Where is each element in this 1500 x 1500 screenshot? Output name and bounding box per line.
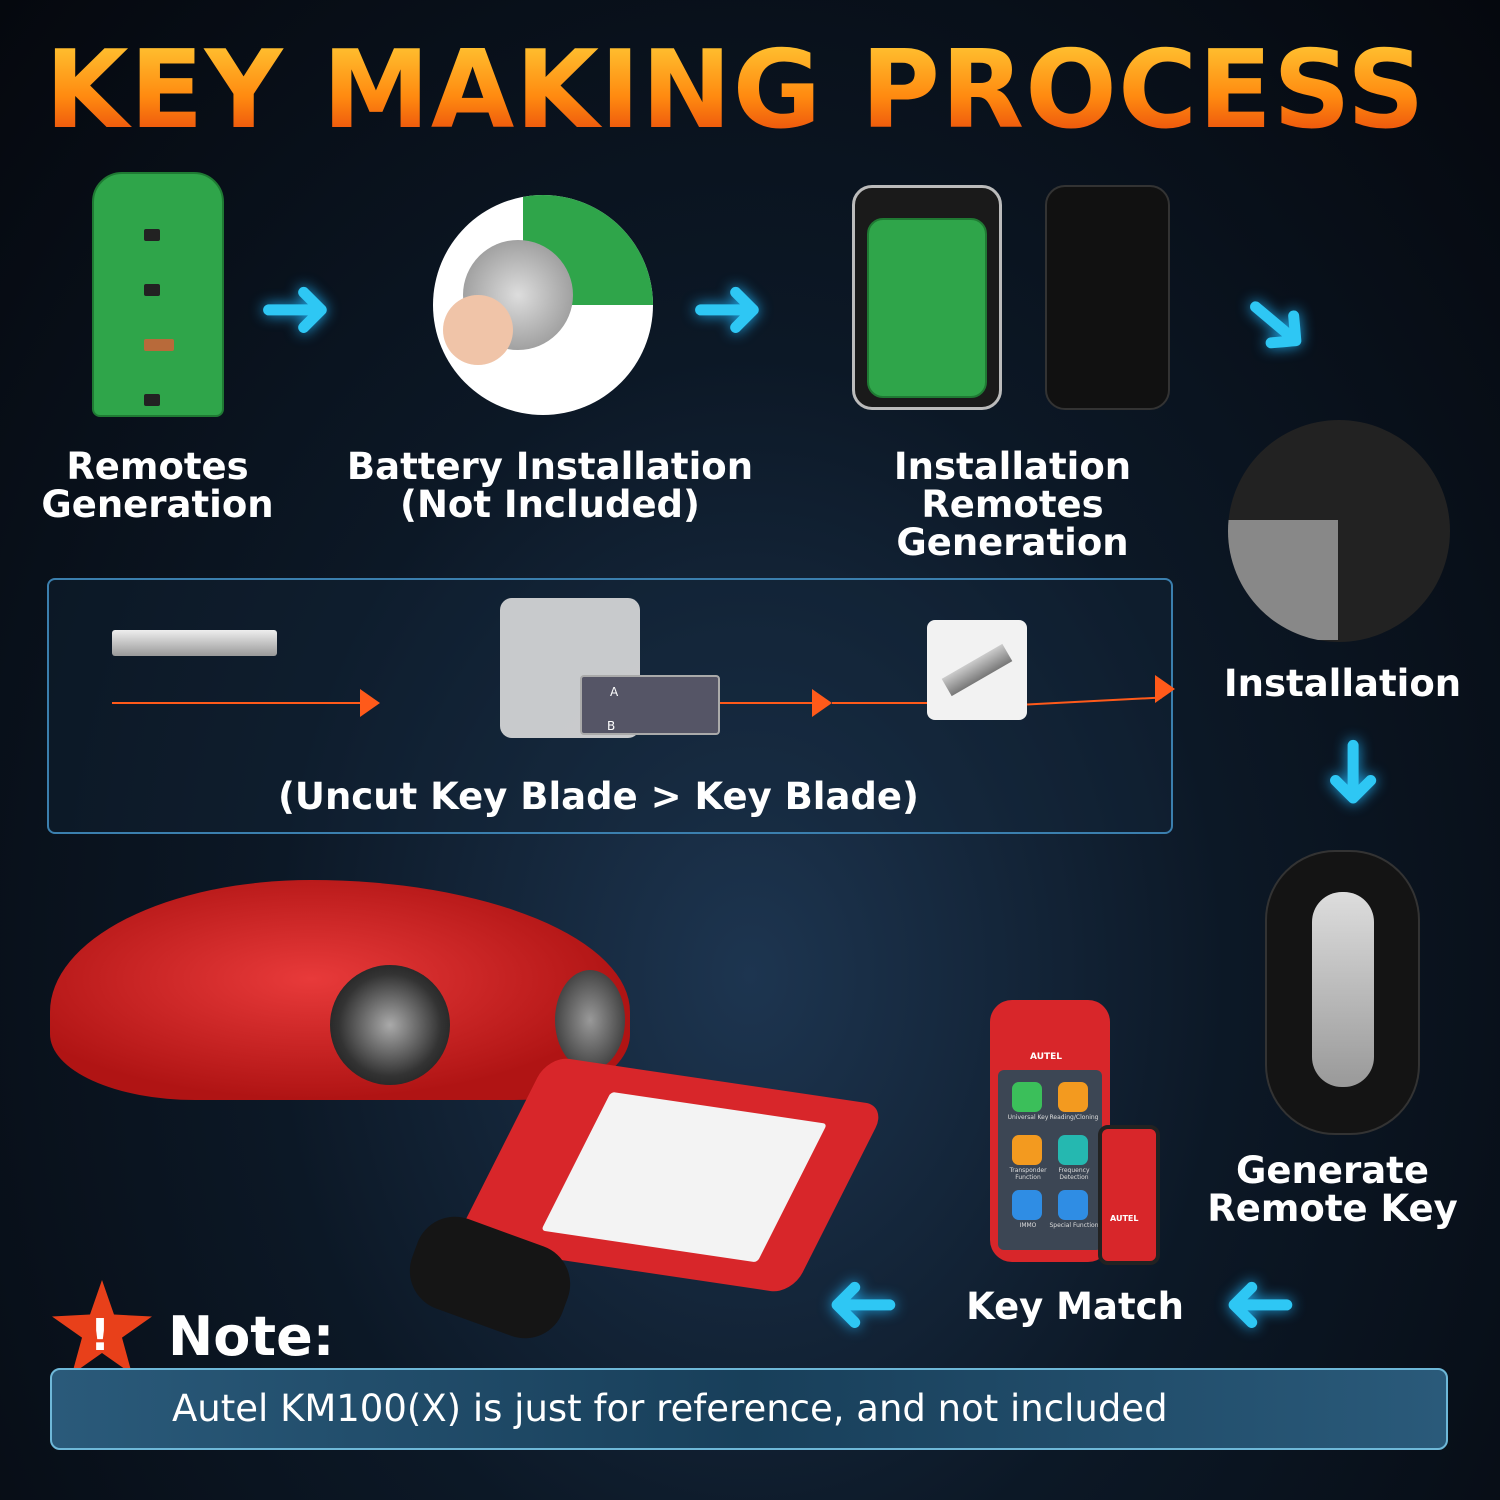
label-line: Generation: [41, 483, 274, 526]
exclamation-mark: !: [90, 1310, 111, 1361]
flow-arrow-icon: ➜: [1215, 258, 1341, 387]
app-label: Transponder Function: [1009, 1167, 1047, 1181]
car-image: [50, 880, 630, 1100]
arrowhead-icon: [360, 689, 380, 717]
flow-arrow-icon: ➜: [258, 255, 334, 360]
step-battery-installation-label: Battery Installation (Not Included): [345, 448, 755, 524]
note-heading: Note:: [168, 1305, 335, 1368]
device-screen: Universal Key Reading/Cloning Transponde…: [998, 1070, 1102, 1250]
universal-key-app-icon[interactable]: [1012, 1082, 1042, 1112]
label-line: Installation Remotes: [893, 445, 1132, 526]
arrowhead-icon: [1155, 675, 1175, 703]
exclamation-star-icon: !: [52, 1280, 152, 1375]
cut-key-blade-image: [927, 620, 1027, 720]
remote-pcb-image: [92, 172, 224, 417]
step-installation-remotes-label: Installation Remotes Generation: [800, 448, 1225, 562]
step-key-match-label: Key Match: [966, 1285, 1184, 1328]
flow-arrow-icon: ➜: [690, 255, 766, 360]
dongle-brand: AUTEL: [1110, 1214, 1139, 1223]
label-line: Generate: [1236, 1149, 1429, 1192]
arrowhead-icon: [812, 689, 832, 717]
remote-shell-front-image: [852, 185, 1002, 410]
process-line: [832, 702, 927, 704]
app-label: Special Function: [1049, 1222, 1099, 1229]
step-installation-label: Installation: [1223, 662, 1462, 705]
note-text: Autel KM100(X) is just for reference, an…: [172, 1387, 1168, 1430]
label-line: Generation: [896, 521, 1129, 564]
installation-closeup-image: [1228, 420, 1450, 642]
uncut-key-blade-image: [112, 630, 277, 656]
flow-arrow-icon: ➜: [1222, 1250, 1298, 1355]
process-line: [720, 702, 820, 704]
km100-device: AUTEL Universal Key Reading/Cloning Tran…: [990, 1000, 1110, 1262]
flow-arrow-icon: ➜: [1303, 734, 1409, 811]
note-bar: [50, 1368, 1448, 1450]
app-label: Frequency Detection: [1058, 1167, 1090, 1181]
page-title: KEY MAKING PROCESS: [45, 28, 1426, 153]
flow-arrow-icon: ➜: [825, 1250, 901, 1355]
step-generate-remote-key-label: Generate Remote Key: [1205, 1152, 1460, 1228]
device-brand: AUTEL: [1030, 1052, 1063, 1062]
frequency-detection-app-icon[interactable]: [1058, 1135, 1088, 1165]
app-label: Universal Key: [1007, 1114, 1049, 1121]
label-line: Battery Installation: [346, 445, 754, 488]
cutting-profile-image: A B: [580, 675, 720, 735]
battery-install-image: [433, 195, 653, 415]
special-function-app-icon[interactable]: [1058, 1190, 1088, 1220]
blade-panel-caption: (Uncut Key Blade > Key Blade): [278, 775, 919, 818]
label-line: (Not Included): [400, 483, 700, 526]
remote-shell-back-image: [1045, 185, 1170, 410]
app-label: IMMO: [1019, 1222, 1037, 1229]
marker-a: A: [610, 685, 619, 699]
remote-key-image: [1265, 850, 1420, 1135]
marker-b: B: [607, 719, 616, 733]
transponder-app-icon[interactable]: [1012, 1135, 1042, 1165]
immo-app-icon[interactable]: [1012, 1190, 1042, 1220]
obd-dongle-image: AUTEL: [1098, 1125, 1160, 1265]
reading-cloning-app-icon[interactable]: [1058, 1082, 1088, 1112]
app-label: Reading/Cloning: [1049, 1114, 1099, 1121]
process-line: [112, 702, 367, 704]
label-line: Remote Key: [1207, 1187, 1458, 1230]
label-line: Remotes: [66, 445, 249, 488]
step-remotes-generation-label: Remotes Generation: [30, 448, 285, 524]
